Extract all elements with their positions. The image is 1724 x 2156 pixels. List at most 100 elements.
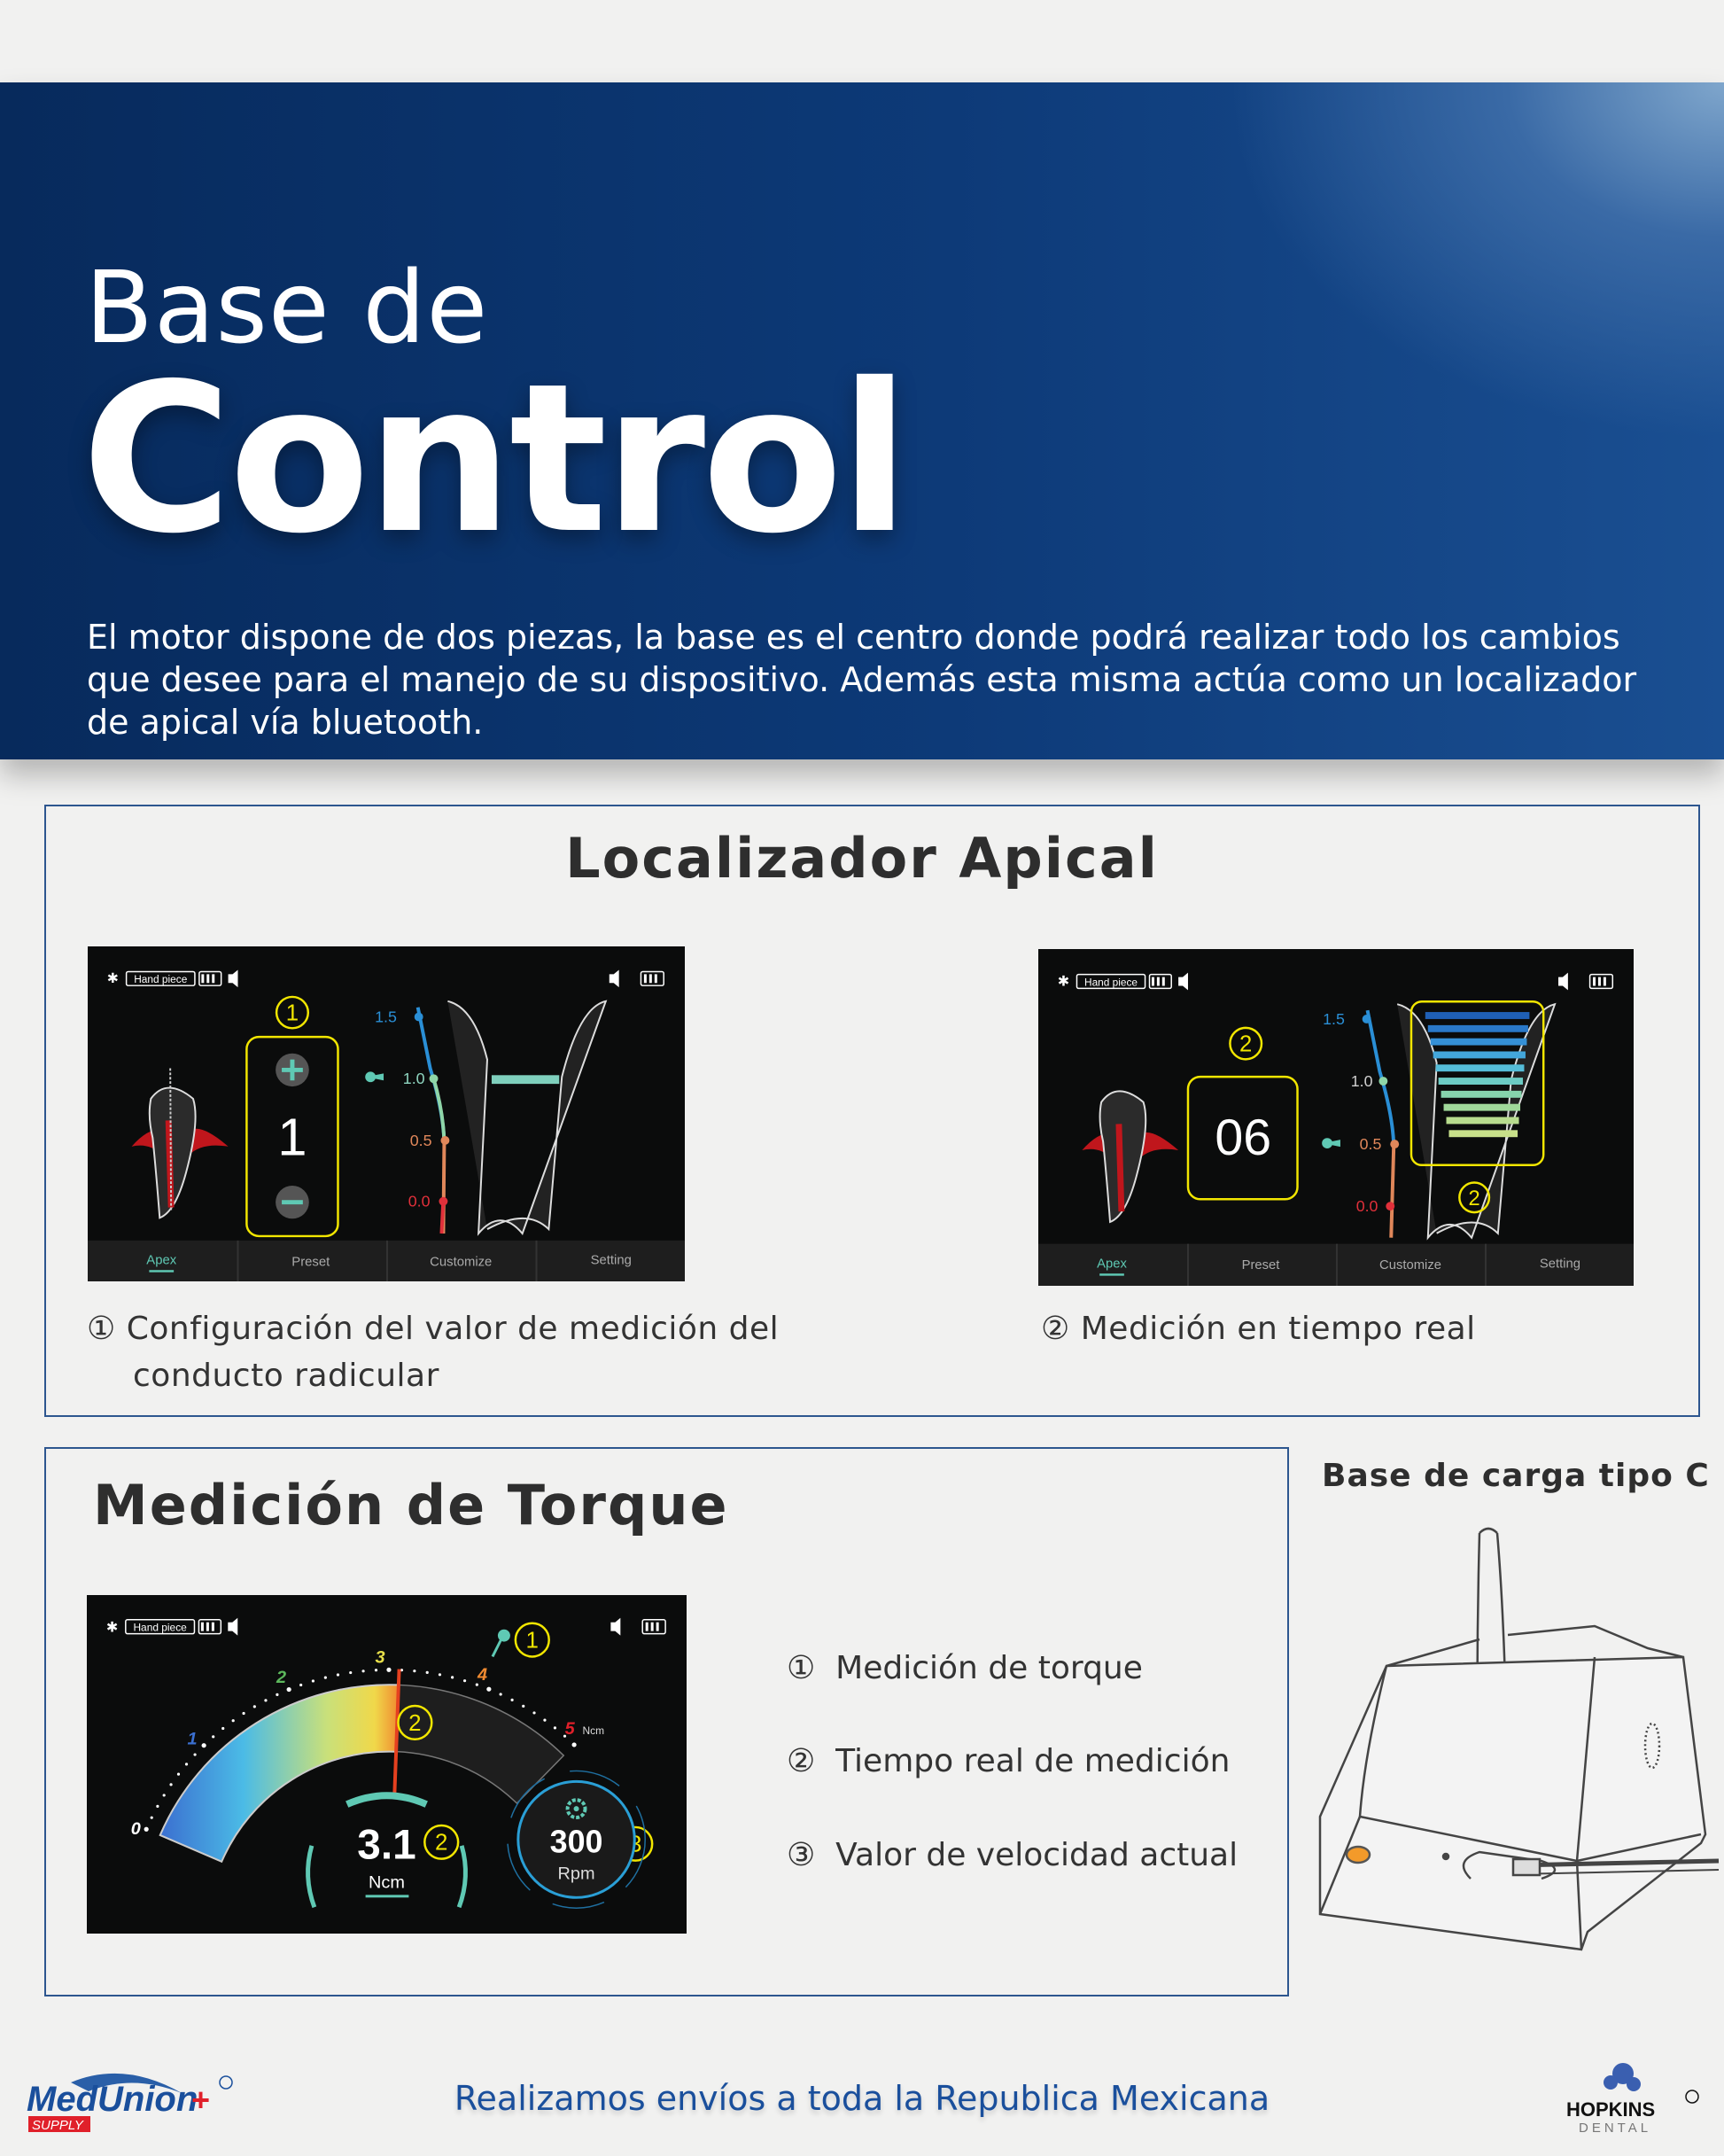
depth-bar xyxy=(1441,1090,1522,1098)
depth-bar xyxy=(1443,1103,1521,1111)
highlight-box xyxy=(1186,1075,1299,1201)
svg-text:0.0: 0.0 xyxy=(1356,1197,1378,1215)
caption-2: ② Medición en tiempo real xyxy=(1041,1311,1476,1347)
tick-dot xyxy=(563,1734,567,1738)
tick-label: 3 xyxy=(376,1647,385,1667)
tick-dot xyxy=(400,1669,404,1672)
tab-apex[interactable]: Apex xyxy=(146,1253,176,1267)
tick-dot xyxy=(499,1693,502,1696)
tick-dot xyxy=(386,1667,392,1672)
tab-preset[interactable]: Preset xyxy=(1242,1258,1280,1273)
svg-text:2: 2 xyxy=(435,1831,447,1856)
svg-text:2: 2 xyxy=(1239,1031,1252,1056)
minus-button[interactable] xyxy=(276,1186,309,1219)
battery-icon xyxy=(198,970,222,986)
tick-dot xyxy=(231,1719,235,1723)
svg-text:2: 2 xyxy=(1469,1187,1480,1210)
intro-text: El motor dispone de dos piezas, la base … xyxy=(87,618,1637,742)
apex-reading: 06 xyxy=(1215,1109,1271,1166)
marker-1 xyxy=(275,995,310,1030)
torque-unit: Ncm xyxy=(369,1872,405,1892)
depth-bar xyxy=(1430,1038,1527,1046)
depth-bar xyxy=(1446,1117,1519,1125)
gear-icon xyxy=(565,1798,587,1820)
handpiece-label: Hand piece xyxy=(133,1622,187,1634)
handpiece-label: Hand piece xyxy=(134,973,188,985)
apex-scale: 1.5 1.0 0.5 0.0 xyxy=(365,1007,450,1234)
highlight-box xyxy=(245,1035,339,1238)
tick-unit: Ncm xyxy=(583,1724,605,1737)
legend-item: ③ Valor de velocidad actual xyxy=(787,1837,1239,1873)
depth-bar xyxy=(1427,1024,1528,1032)
caption-1: ① Configuración del valor de medición de… xyxy=(87,1311,780,1394)
tab-customize[interactable]: Customize xyxy=(1379,1258,1441,1273)
speed-value: 300 xyxy=(550,1825,603,1860)
apex-value: 1 xyxy=(277,1108,307,1167)
legend-item: ① Medición de torque xyxy=(787,1650,1143,1686)
tab-apex[interactable]: Apex xyxy=(1097,1257,1127,1271)
svg-text:1.5: 1.5 xyxy=(375,1008,397,1025)
tick-dot xyxy=(475,1683,478,1686)
tick-dot xyxy=(522,1704,525,1708)
tick-label: 0 xyxy=(131,1819,141,1839)
tick-dot xyxy=(451,1676,454,1679)
svg-text:DENTAL: DENTAL xyxy=(1579,2121,1651,2136)
depth-bar xyxy=(1448,1130,1518,1138)
tick-dot xyxy=(462,1679,467,1683)
tick-dot xyxy=(176,1772,181,1776)
pointer-icon xyxy=(491,1629,510,1658)
legend-item: ② Tiempo real de medición xyxy=(787,1743,1231,1779)
hopkins-logo: HOPKINS DENTAL xyxy=(1559,2056,1701,2144)
title-line2: Control xyxy=(82,339,910,579)
tick-dot xyxy=(184,1763,189,1766)
speaker-icon xyxy=(228,1617,238,1636)
tick-dot xyxy=(286,1687,291,1693)
tick-dot xyxy=(252,1705,256,1708)
tick-dot xyxy=(374,1669,378,1672)
speaker-icon xyxy=(610,1617,621,1636)
tick-dot xyxy=(193,1753,197,1756)
plus-button[interactable] xyxy=(276,1053,309,1087)
apex-screen-setting: ✱ Hand piece 1 1 1.5 1.0 0.5 0.0 Ape xyxy=(88,946,685,1281)
tab-customize[interactable]: Customize xyxy=(430,1255,492,1269)
tick-dot xyxy=(144,1826,149,1832)
speaker-icon xyxy=(228,969,238,988)
gauge-labels: 0 1 2 3 4 5 Ncm xyxy=(131,1647,604,1838)
depth-bar xyxy=(1433,1051,1526,1059)
depth-bar xyxy=(1435,1064,1525,1072)
tick-dot xyxy=(571,1742,577,1747)
tick-dot xyxy=(242,1711,245,1716)
svg-text:0.5: 0.5 xyxy=(1360,1135,1382,1153)
tab-setting[interactable]: Setting xyxy=(591,1253,632,1267)
bottom-nav: Apex Preset Customize Setting xyxy=(1038,1243,1634,1286)
medunion-logo: MedUnion + SUPPLY xyxy=(27,2065,239,2136)
tab-setting[interactable]: Setting xyxy=(1540,1257,1580,1271)
tick-dot xyxy=(336,1673,340,1677)
svg-text:1.0: 1.0 xyxy=(403,1070,425,1087)
tick-dot xyxy=(162,1794,166,1797)
tick-dot xyxy=(156,1804,159,1808)
canal-graphic xyxy=(447,1000,608,1236)
header-banner: Base de Control El motor dispone de dos … xyxy=(0,82,1724,759)
handpiece-label: Hand piece xyxy=(1084,976,1138,988)
tick-dot xyxy=(299,1683,303,1687)
bluetooth-icon: ✱ xyxy=(107,971,119,986)
gauge-needle xyxy=(392,1669,401,1794)
tick-label: 5 xyxy=(565,1719,576,1739)
svg-text:+: + xyxy=(191,2082,210,2118)
tick-label: 1 xyxy=(187,1730,197,1749)
svg-text:1.5: 1.5 xyxy=(1323,1010,1345,1028)
tick-dot xyxy=(150,1816,153,1819)
tick-dot xyxy=(361,1670,365,1673)
tick-dot xyxy=(349,1670,353,1675)
tick-dot xyxy=(438,1673,442,1677)
svg-text:SUPPLY: SUPPLY xyxy=(32,2118,84,2133)
battery-icon xyxy=(198,1619,222,1635)
depth-bar xyxy=(1438,1078,1523,1085)
svg-text:2: 2 xyxy=(408,1711,421,1736)
tick-label: 4 xyxy=(477,1665,487,1685)
svg-text:1: 1 xyxy=(286,1001,299,1026)
footer-text: Realizamos envíos a toda la Republica Me… xyxy=(454,2079,1270,2118)
tab-preset[interactable]: Preset xyxy=(291,1255,330,1269)
bottom-nav: Apex Preset Customize Setting xyxy=(88,1240,685,1281)
